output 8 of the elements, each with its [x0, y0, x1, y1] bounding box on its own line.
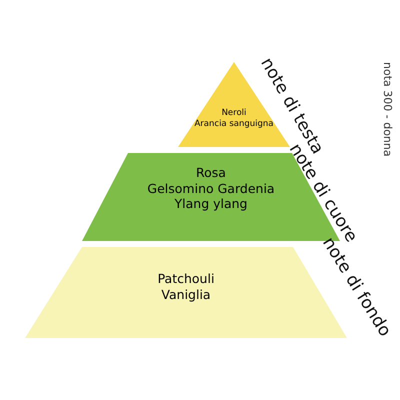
- ingredient-name: Neroli: [222, 108, 246, 119]
- ingredient-name: Ylang ylang: [174, 196, 248, 212]
- ingredient-name: Gelsomino Gardenia: [147, 180, 275, 196]
- ingredient-name: Vaniglia: [161, 286, 211, 302]
- vertical-note: nota 300 - donna: [381, 62, 394, 157]
- ingredient-name: Rosa: [196, 165, 226, 181]
- ingredient-name: Arancia sanguigna: [194, 118, 274, 130]
- ingredient-name: Patchouli: [158, 271, 214, 287]
